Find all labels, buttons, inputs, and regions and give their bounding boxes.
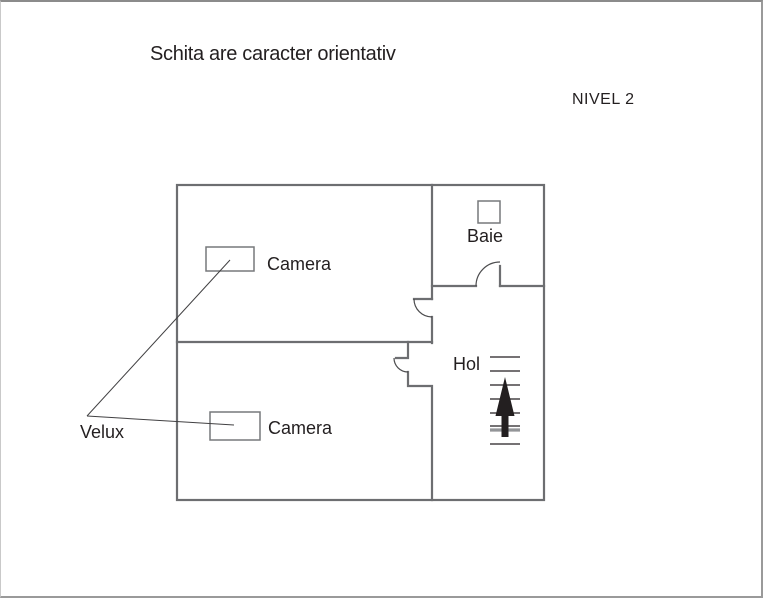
velux-window-bottom [209, 411, 261, 441]
stairs-up-arrow-icon [495, 377, 515, 437]
walls [175, 183, 546, 502]
velux-leader-line-top [86, 259, 231, 417]
camera-bottom-door-arc [393, 357, 409, 373]
door-arcs [393, 261, 501, 373]
velux-window-top [205, 246, 255, 272]
fixtures [205, 200, 501, 441]
interior-wall-alcove [394, 340, 434, 502]
room-label-baie: Baie [467, 226, 504, 246]
annotation-label-velux: Velux [80, 422, 125, 442]
room-label-hol: Hol [453, 354, 481, 374]
room-label-camera-bottom: Camera [268, 418, 333, 438]
velux-annotation-lines [86, 259, 235, 426]
page-title: Schita are caracter orientativ [150, 43, 396, 65]
level-label: NIVEL 2 [572, 91, 635, 108]
room-label-camera-top: Camera [267, 254, 332, 274]
stairs [490, 356, 520, 445]
baie-door-arc [475, 261, 501, 287]
velux-leader-line-bottom [86, 415, 235, 426]
baie-window [477, 200, 501, 224]
camera-top-door-arc [413, 298, 433, 318]
